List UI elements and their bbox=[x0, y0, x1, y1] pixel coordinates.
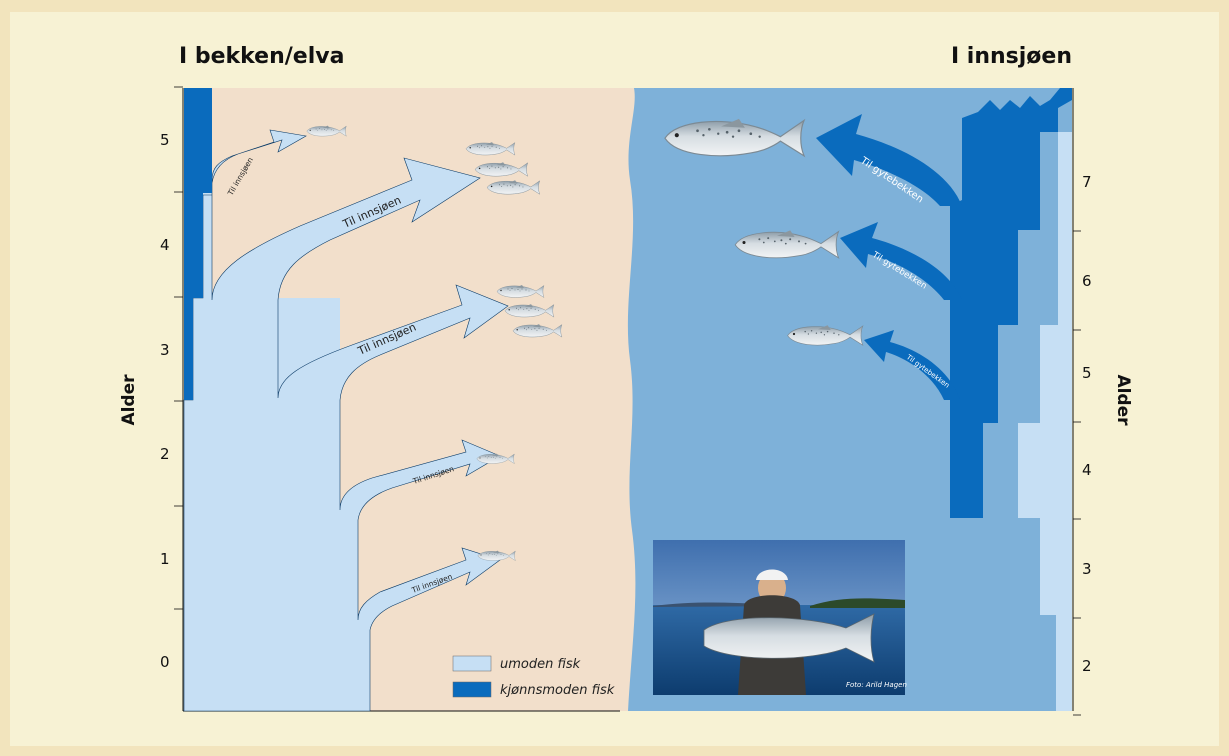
right-age-tick: 3 bbox=[1082, 560, 1092, 578]
right-age-tick: 7 bbox=[1082, 173, 1092, 191]
fisherman-photo bbox=[653, 540, 905, 695]
left-age-tick: 0 bbox=[160, 653, 170, 671]
immature-fish-lake-top bbox=[1058, 132, 1072, 230]
left-axis-label: Alder bbox=[119, 374, 139, 426]
legend-swatch bbox=[453, 682, 491, 697]
left-age-tick: 4 bbox=[160, 236, 170, 254]
lake-title: I innsjøen bbox=[951, 44, 1072, 69]
legend-label: umoden fisk bbox=[500, 657, 581, 672]
left-age-tick: 3 bbox=[160, 341, 170, 359]
stream-title: I bekken/elva bbox=[179, 44, 344, 69]
right-axis-label: Alder bbox=[1113, 374, 1133, 426]
right-age-tick: 4 bbox=[1082, 461, 1092, 479]
left-age-tick: 2 bbox=[160, 445, 170, 463]
legend-swatch bbox=[453, 656, 491, 671]
photo-credit: Foto: Arild Hagen bbox=[846, 681, 907, 689]
left-age-tick: 5 bbox=[160, 131, 170, 149]
right-age-tick: 5 bbox=[1082, 364, 1092, 382]
right-age-tick: 6 bbox=[1082, 272, 1092, 290]
right-age-tick: 2 bbox=[1082, 657, 1092, 675]
left-age-tick: 1 bbox=[160, 550, 170, 568]
legend-label: kjønnsmoden fisk bbox=[500, 683, 615, 698]
